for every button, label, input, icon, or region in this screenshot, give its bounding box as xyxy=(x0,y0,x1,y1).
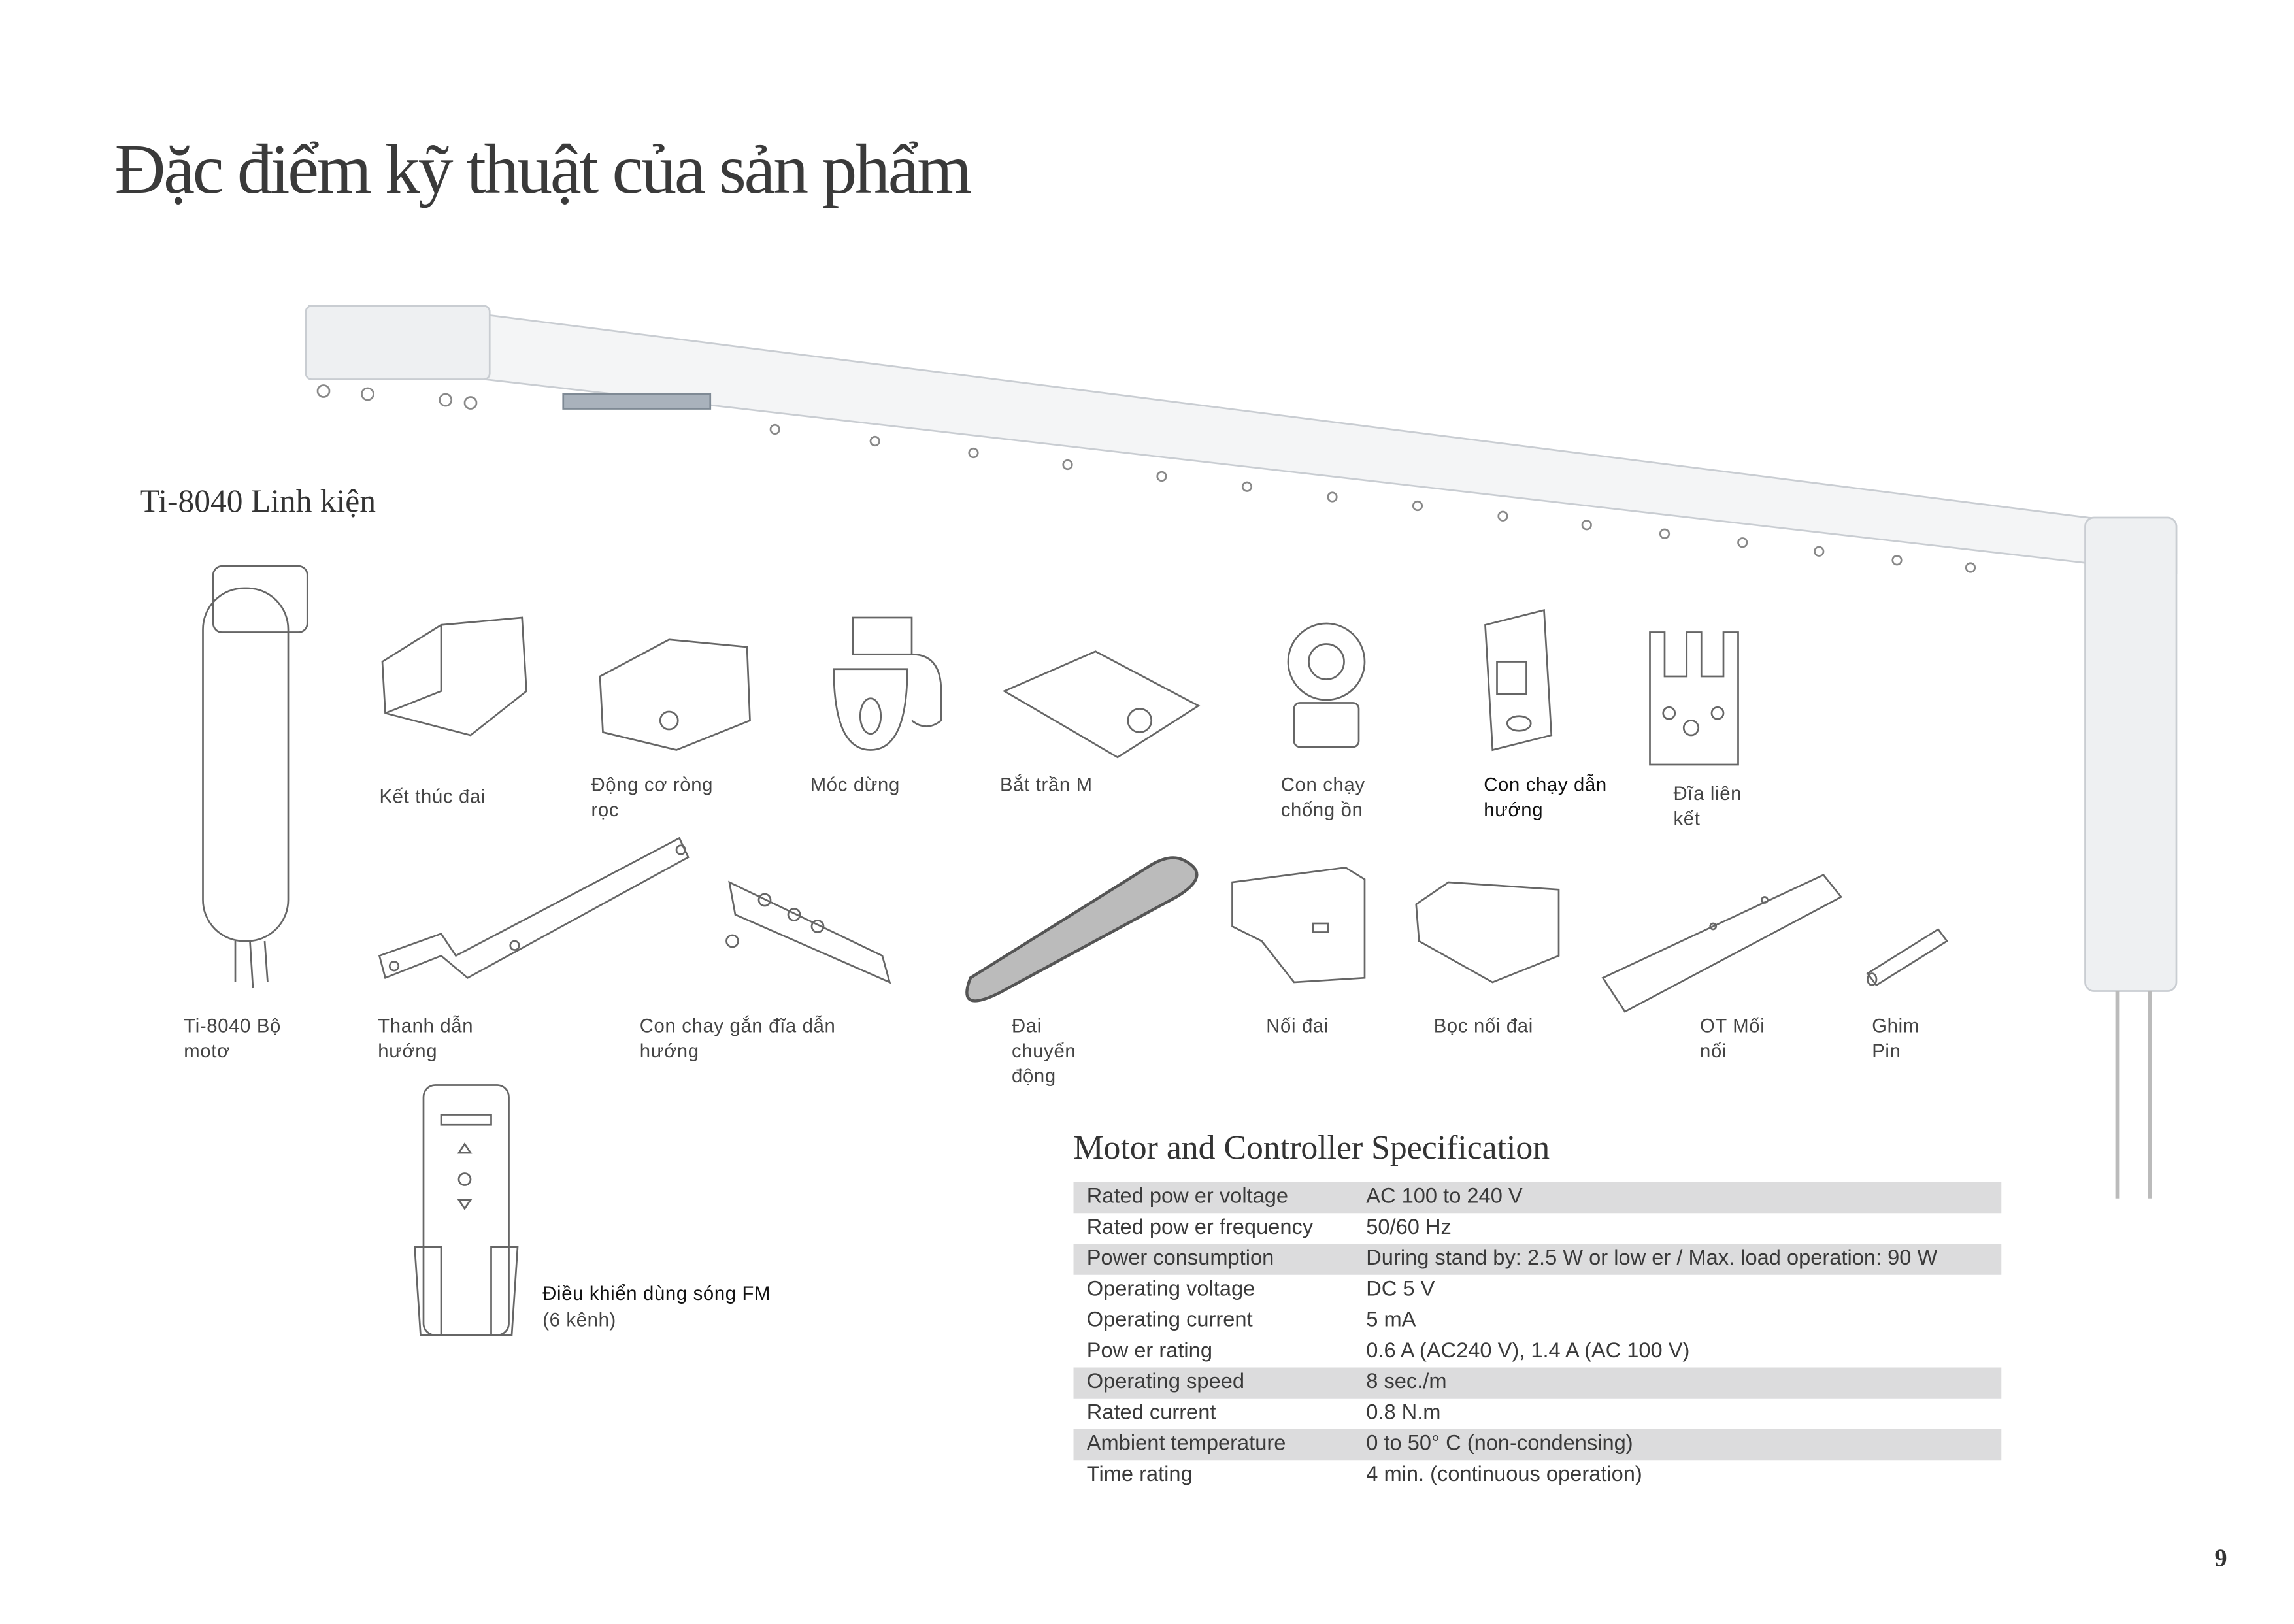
spec-name: Rated pow er frequency xyxy=(1086,1216,1314,1240)
part-label: Thanh dẫn hướng xyxy=(378,1014,474,1062)
spec-row: Power consumption During stand by: 2.5 W … xyxy=(1073,1244,2002,1275)
components-heading: Ti-8040 Linh kiện xyxy=(139,482,376,520)
belt-end-icon xyxy=(381,616,527,737)
runner-guide-plate-icon xyxy=(725,880,891,984)
pulley-motor-icon xyxy=(599,638,751,751)
spec-row: Rated current 0.8 N.m xyxy=(1074,1399,2002,1429)
spec-row: Rated pow er voltage AC 100 to 240 V xyxy=(1073,1182,2002,1214)
spec-title: Motor and Controller Specification xyxy=(1073,1129,1550,1167)
part-label: Bọc nối đai xyxy=(1433,1014,1533,1037)
spec-name: Operating speed xyxy=(1086,1370,1244,1394)
spec-value: 0.6 A (AC240 V), 1.4 A (AC 100 V) xyxy=(1366,1339,1690,1363)
spec-value: 4 min. (continuous operation) xyxy=(1366,1463,1642,1487)
remote-sublabel: (6 kênh) xyxy=(542,1308,616,1331)
part-label: Ghim Pin xyxy=(1872,1014,1920,1062)
part-label: Kết thúc đai xyxy=(379,785,486,808)
remote-label: Điều khiển dùng sóng FM xyxy=(542,1282,771,1304)
spec-value: During stand by: 2.5 W or low er / Max. … xyxy=(1366,1247,1938,1270)
belt-joint-cover-icon xyxy=(1415,881,1560,984)
spec-name: Rated current xyxy=(1086,1401,1216,1425)
spec-value: 0.8 N.m xyxy=(1366,1401,1441,1425)
stop-hook-icon xyxy=(833,616,942,751)
part-drawings xyxy=(202,565,1948,1336)
motor-unit-icon xyxy=(202,565,308,989)
spec-name: Ambient temperature xyxy=(1086,1432,1286,1456)
ceiling-bracket-icon xyxy=(1002,650,1201,759)
spec-name: Pow er rating xyxy=(1086,1339,1212,1363)
guide-bar-icon xyxy=(378,837,690,980)
spec-value: 8 sec./m xyxy=(1366,1370,1447,1394)
drive-belt-icon xyxy=(965,856,1199,1003)
part-label: Bắt trần M xyxy=(1000,773,1093,796)
spec-row: Operating voltage DC 5 V xyxy=(1074,1275,2002,1306)
spec-value: 5 mA xyxy=(1366,1308,1416,1333)
part-label: Đĩa liên kết xyxy=(1673,782,1742,829)
spec-value: 0 to 50° C (non-condensing) xyxy=(1366,1432,1633,1456)
part-label: Nối đai xyxy=(1266,1014,1329,1037)
spec-row: Operating speed 8 sec./m xyxy=(1073,1367,2002,1399)
spec-row: Ambient temperature 0 to 50° C (non-conde… xyxy=(1073,1429,2002,1461)
part-label: Móc dừng xyxy=(810,773,900,796)
spec-table: Rated pow er voltage AC 100 to 240 V Rate… xyxy=(1073,1182,2002,1491)
belt-joint-icon xyxy=(1231,867,1366,984)
silent-runner-icon xyxy=(1287,622,1366,748)
spec-value: DC 5 V xyxy=(1366,1278,1435,1302)
curtain-rail-illustration xyxy=(305,305,2178,1199)
remote-control-icon xyxy=(414,1084,519,1336)
spec-name: Operating voltage xyxy=(1086,1278,1255,1302)
spec-row: Rated pow er frequency 50/60 Hz xyxy=(1074,1213,2002,1244)
part-label: Ti-8040 Bộ motơ xyxy=(184,1014,281,1062)
spec-row: Pow er rating 0.6 A (AC240 V), 1.4 A (AC … xyxy=(1074,1336,2002,1367)
link-plate-icon xyxy=(1649,631,1739,766)
page-number: 9 xyxy=(2214,1544,2227,1572)
spec-row: Time rating 4 min. (continuous operation) xyxy=(1074,1460,2002,1491)
spec-name: Operating current xyxy=(1086,1308,1253,1333)
spec-name: Power consumption xyxy=(1086,1247,1274,1270)
pin-icon xyxy=(1866,928,1948,987)
spec-value: 50/60 Hz xyxy=(1366,1216,1452,1240)
part-label: Đai chuyển động xyxy=(1012,1014,1076,1087)
part-label: Động cơ ròng rọc xyxy=(591,773,714,821)
part-label: Con chay gắn đĩa dẫn hướng xyxy=(639,1014,836,1062)
part-label: Con chạy chống ồn xyxy=(1280,773,1365,821)
spec-row: Operating current 5 mA xyxy=(1074,1306,2002,1336)
spec-name: Rated pow er voltage xyxy=(1086,1185,1289,1209)
part-label: OT Mối nối xyxy=(1700,1014,1765,1062)
joint-connector-icon xyxy=(1601,874,1843,1013)
spec-name: Time rating xyxy=(1086,1463,1193,1487)
guide-runner-icon xyxy=(1484,609,1553,752)
part-label: Con chạy dẫn hướng xyxy=(1484,773,1607,821)
page-title: Đặc điểm kỹ thuật của sản phẩm xyxy=(114,131,972,209)
spec-value: AC 100 to 240 V xyxy=(1366,1185,1523,1209)
